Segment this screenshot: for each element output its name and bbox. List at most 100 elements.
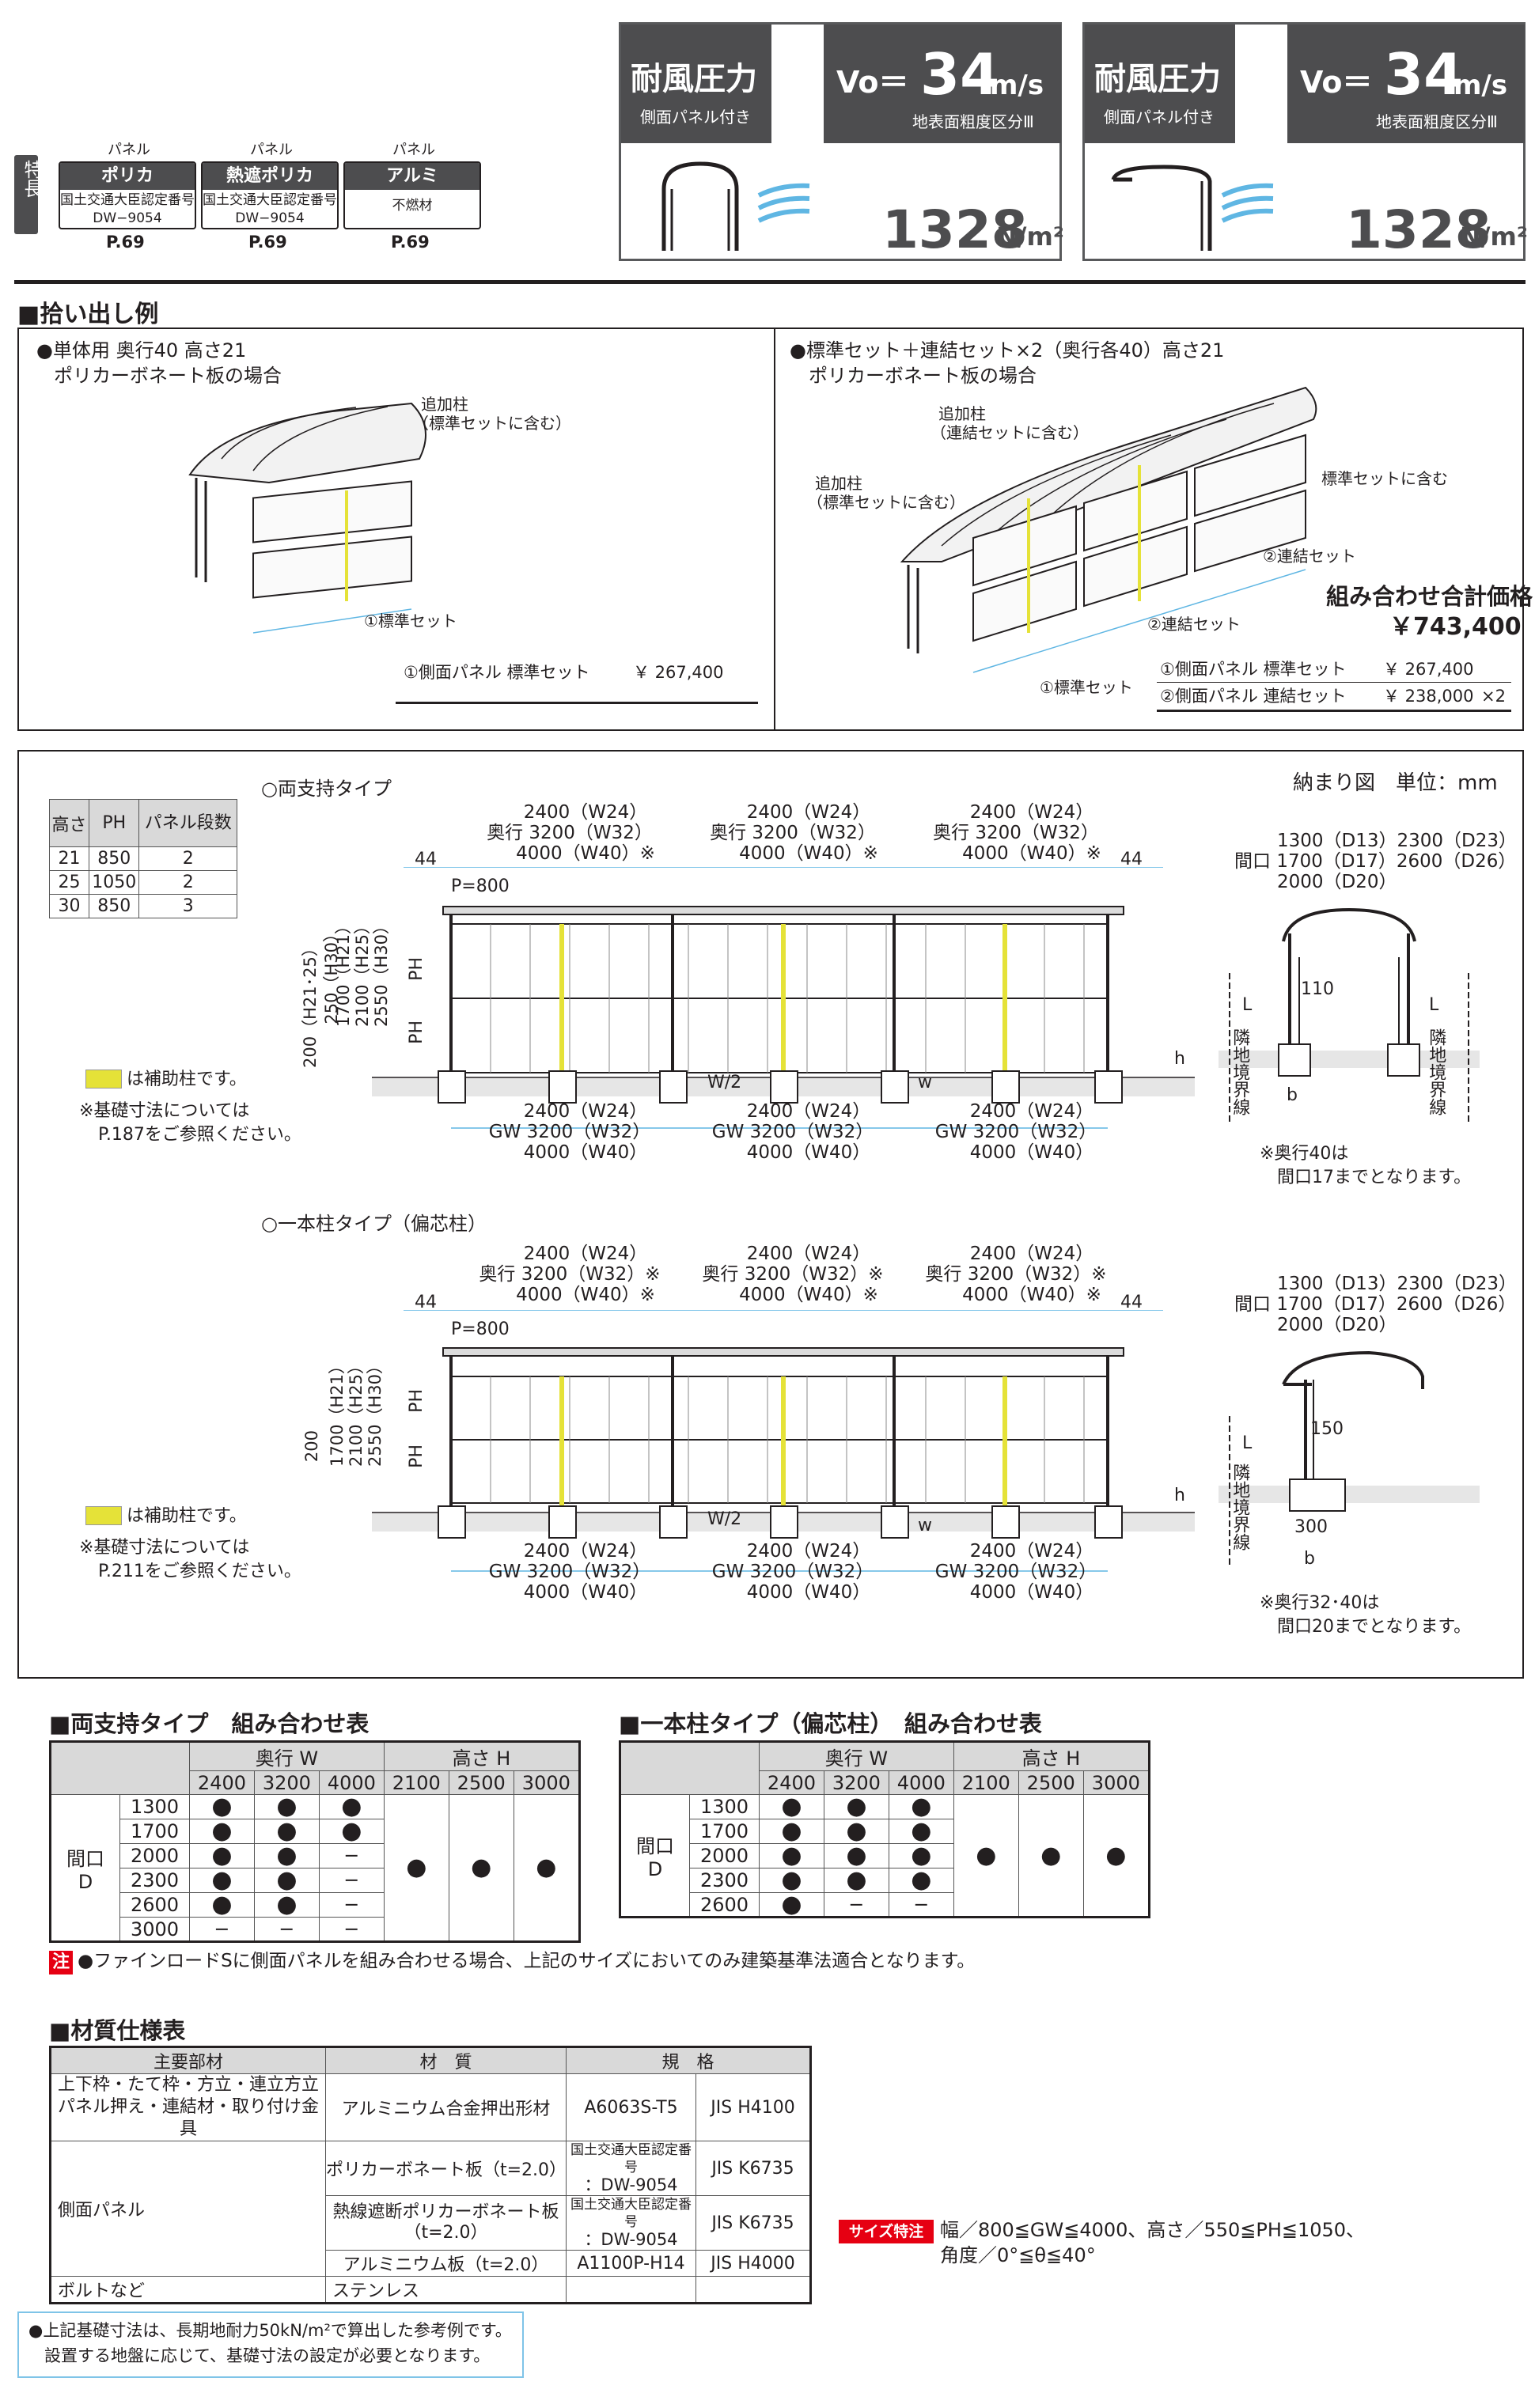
feature-1-page[interactable]: P.69: [106, 233, 145, 252]
type2-gw3-l2-value: 3200（W32）: [972, 1562, 1097, 1582]
type2-gw-dim-1: 2400（W24） GW 3200（W32） 4000（W40）: [451, 1541, 688, 1603]
type1-front-label: 間口: [1234, 851, 1271, 872]
spec-r2c-standard2: JIS H4000: [695, 2250, 811, 2277]
spec-r2a-material: ポリカーボネート板（t=2.0）: [325, 2141, 567, 2196]
table-cell: ●: [253, 1868, 320, 1893]
example-right-line1-label: ①側面パネル 標準セット: [1160, 660, 1347, 679]
table-cell: 2300: [119, 1868, 190, 1893]
table-cell: ●: [888, 1868, 954, 1893]
type1-boundary-left: 隣地境界線: [1230, 1028, 1250, 1115]
type1-b: b: [1287, 1085, 1298, 1105]
table-cell: 1300: [689, 1794, 760, 1819]
type1-boundary-right: 隣地境界線: [1426, 1028, 1446, 1115]
type1-depth-l2: 奥行 3200（W32）: [451, 823, 688, 843]
combo2-h-3000: ●: [1082, 1794, 1150, 1918]
wind-box-2-title-area: 耐風圧力 側面パネル付き: [1085, 25, 1235, 143]
wind-1-vo-value: 34: [920, 41, 1000, 108]
table-cell: ●: [189, 1892, 255, 1918]
wind-2-pressure-unit: N/m²: [1460, 221, 1528, 252]
type2-depth2-label: 奥行: [702, 1264, 739, 1285]
table-cell: ●: [759, 1892, 824, 1918]
combo1-col-3000: 3000: [513, 1770, 581, 1795]
type2-depth3-l3: 4000（W40）※: [962, 1285, 1101, 1305]
type1-title: ○両支持タイプ: [261, 778, 392, 800]
table-cell: 1700: [689, 1819, 760, 1844]
table-cell: 2000: [119, 1843, 190, 1868]
type1-depth-dim-1: 2400（W24） 奥行 3200（W32） 4000（W40）※: [451, 802, 688, 864]
table-cell: ─: [318, 1892, 385, 1918]
type1-gw-l2: GW 3200（W32）: [451, 1122, 688, 1142]
wind-1-subtitle: 側面パネル付き: [640, 108, 751, 127]
table-cell: 3: [138, 894, 237, 918]
type1-remark1: ※奥行40は: [1260, 1144, 1349, 1164]
example-right-link-b: ②連結セット: [1147, 615, 1241, 634]
combo1-col-4000: 4000: [318, 1770, 385, 1795]
type2-aux-note: は補助柱です。: [127, 1506, 247, 1526]
table-cell: ─: [189, 1917, 255, 1942]
type1-gw-label: GW: [488, 1122, 521, 1142]
type1-dim-44-right: 44: [1120, 850, 1143, 869]
type2-gw3-label: GW: [934, 1562, 968, 1582]
type1-depth2-l2: 奥行 3200（W32）: [674, 823, 912, 843]
type1-gw2-l2-value: 3200（W32）: [749, 1122, 874, 1142]
type1-depth-dim-2: 2400（W24） 奥行 3200（W32） 4000（W40）※: [674, 802, 912, 864]
wind-box-2-vo-area: Vo＝ 34 m/s 地表面粗度区分Ⅲ: [1287, 25, 1525, 143]
table-cell: [566, 2276, 696, 2304]
combo2-depth-head: 奥行 W: [759, 1741, 954, 1771]
combo2-col-3000: 3000: [1082, 1770, 1150, 1795]
spec-r2b-mat1: 熱線遮断ポリカーボネート板: [332, 2202, 559, 2222]
drawing-caption: 納まり図 単位：mm: [1293, 771, 1498, 795]
type1-gw-dim-2: 2400（W24） GW 3200（W32） 4000（W40）: [674, 1101, 912, 1163]
feature-side-label-text: 特長: [21, 160, 43, 198]
spec-r2a-standard1: 国土交通大臣認定番号：DW-9054: [566, 2141, 696, 2196]
height-table-head-ph: PH: [89, 799, 140, 847]
example-section-title: ■拾い出し例: [17, 301, 159, 328]
type2-note2: P.211をご参照ください。: [98, 1562, 301, 1581]
table-cell: ●: [759, 1819, 824, 1844]
combo2-height-head: 高さ H: [953, 1741, 1150, 1771]
example-left-callout1a: 追加柱: [421, 395, 468, 414]
type2-gw2-l2-value: 3200（W32）: [749, 1562, 874, 1582]
combo1-col-2500: 2500: [448, 1770, 514, 1795]
combo1-table: 奥行 W 高さ H 2400 3200 4000 2100 2500 3000 …: [49, 1740, 581, 1943]
type2-title: ○一本柱タイプ（偏芯柱）: [261, 1213, 487, 1235]
type2-gw2-l2: GW 3200（W32）: [674, 1562, 912, 1582]
spec-r2c-material: アルミニウム板（t=2.0）: [325, 2250, 567, 2277]
type1-gw-l3: 4000（W40）: [523, 1142, 648, 1163]
spec-r1-part-line2: パネル押え・連結材・取り付け金具: [57, 2097, 319, 2139]
type1-depth-l2-value: 3200（W32）: [529, 823, 653, 843]
type1-aux-note: は補助柱です。: [127, 1070, 247, 1089]
table-cell: ●: [759, 1868, 824, 1893]
type2-front-dims: 1300（D13）2300（D23） 間口 1700（D17）2600（D26）…: [1234, 1274, 1517, 1335]
table-cell: ─: [823, 1892, 889, 1918]
combo1-height-head: 高さ H: [383, 1741, 581, 1771]
table-cell: ●: [759, 1794, 824, 1819]
type1-depth2-l3: 4000（W40）※: [739, 843, 878, 864]
table-cell: 2600: [119, 1892, 190, 1918]
spec-r2a-std1b: ：DW-9054: [584, 2175, 678, 2194]
feature-3-page[interactable]: P.69: [391, 233, 430, 252]
type2-front-label: 間口: [1234, 1294, 1271, 1315]
wind-2-subtitle: 側面パネル付き: [1104, 108, 1215, 127]
feature-2-line2: DW−9054: [235, 210, 305, 226]
type1-height-lines: 1700（H21） 2100（H25） 2550（H30）: [334, 918, 391, 1027]
example-right-total-price: ￥743,400: [1389, 613, 1522, 641]
type1-depth2-l1: 2400（W24）: [746, 802, 871, 823]
type1-front-drawing: [1219, 907, 1480, 1123]
feature-card-heat-polycarbonate: 熱遮ポリカ 国土交通大臣認定番号 DW−9054: [201, 161, 339, 229]
type1-d110: 110: [1301, 979, 1334, 999]
type1-hgt-2: 2100（H25）: [353, 918, 372, 1027]
combo2-col-2500: 2500: [1018, 1770, 1084, 1795]
combo2-h-2100: ●: [953, 1794, 1019, 1918]
wind-1-wind-arrows-icon: [757, 183, 810, 223]
table-cell: ─: [318, 1917, 385, 1942]
wind-2-vo-prefix: Vo＝: [1300, 65, 1373, 100]
table-cell: ●: [823, 1794, 889, 1819]
feature-2-page[interactable]: P.69: [248, 233, 287, 252]
wind-1-pressure-unit: N/m²: [996, 221, 1064, 252]
type1-height-dims: 200（H21･25）: [301, 910, 320, 1068]
type2-depth-l2-value: 3200（W32）※: [521, 1264, 661, 1285]
table-cell: 25: [48, 870, 90, 895]
type1-gw3-l1: 2400（W24）: [969, 1101, 1094, 1122]
example-divider: [774, 328, 775, 731]
